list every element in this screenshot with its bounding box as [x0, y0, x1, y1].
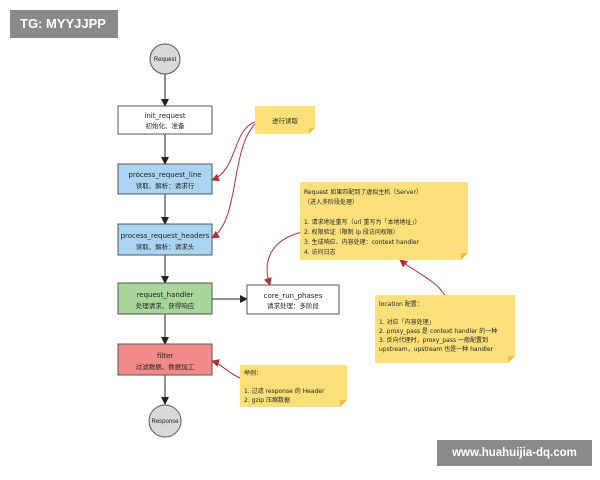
process-request-line-sub: 读取、解析：请求行 [136, 181, 195, 190]
note-line: 2. gzip 压缩数据 [244, 396, 290, 404]
note-line: 1. 过滤 response 的 Header [244, 387, 325, 395]
connector-location-server [399, 259, 446, 296]
core-run-phases-sub: 请求处理：多阶段 [267, 301, 320, 310]
note-examples: 举例： 1. 过滤 response 的 Header 2. gzip 压缩数据 [240, 365, 347, 407]
request-handler-node: request_handler 处理请求、获得响应 [117, 282, 213, 315]
note-location-lines: location 配置： 1. 对应「内容处理」 2. proxy_pass 是… [379, 301, 497, 353]
note-connectors [211, 121, 446, 379]
request-handler-sub: 处理请求、获得响应 [136, 301, 195, 310]
filter-title: filter [157, 352, 173, 360]
connector-loop-headers [211, 123, 256, 239]
connector-loop-line [211, 121, 256, 182]
note-loop-read-text: 进行读取 [272, 116, 299, 125]
watermark-bottom-right: www.huahuijia-dq.com [437, 440, 592, 466]
note-line: 3. 反向代理时，proxy_pass 一般配置到 [379, 336, 488, 344]
process-request-headers-node: process_request_headers 读取、解析：请求头 [117, 223, 213, 256]
note-loop-read: 进行读取 [255, 106, 315, 134]
request-node: Request [149, 43, 181, 75]
note-line: 4. 访问日志 [304, 248, 336, 256]
request-label: Request [154, 57, 177, 63]
process-request-headers-sub: 读取、解析：请求头 [136, 242, 195, 251]
init-request-node: init_request 初始化、准备 [117, 105, 213, 135]
init-request-sub: 初始化、准备 [146, 121, 186, 130]
process-request-line-node: process_request_line 读取、解析：请求行 [117, 163, 213, 195]
note-line: upstream，upstream 也是一种 handler [379, 345, 494, 353]
connector-server-phases [263, 231, 303, 286]
note-line: 1. 对应「内容处理」 [379, 318, 435, 326]
note-line: location 配置： [379, 301, 423, 308]
note-line: 2. proxy_pass 是 context handler 的一种 [379, 327, 497, 335]
init-request-title: init_request [144, 112, 185, 120]
filter-node: filter 过滤数据、数据加工 [117, 343, 213, 376]
core-run-phases-node: core_run_phases 请求处理：多阶段 [246, 284, 340, 315]
note-server-match-lines: Request 如果匹配到了虚拟主机（Server） （进入多阶段处理） 1. … [304, 188, 422, 256]
connector-examples-filter [211, 359, 241, 379]
filter-sub: 过滤数据、数据加工 [136, 362, 195, 371]
watermark-top-left: TG: MYYJJPP [10, 10, 118, 38]
note-line: 3. 生成响应、内容处理：context handler [304, 238, 420, 246]
note-location: location 配置： 1. 对应「内容处理」 2. proxy_pass 是… [375, 295, 515, 363]
flow-connectors [161, 74, 248, 405]
request-handler-title: request_handler [137, 291, 194, 299]
process-request-line-title: process_request_line [128, 171, 201, 179]
process-request-headers-title: process_request_headers [121, 232, 210, 240]
note-line: 2. 权限验证（限制 ip 段访问权限） [304, 228, 399, 236]
note-line: Request 如果匹配到了虚拟主机（Server） [304, 188, 422, 196]
note-line: 1. 请求地址重写（url 重写为「本地地址」） [304, 218, 420, 226]
note-examples-lines: 举例： 1. 过滤 response 的 Header 2. gzip 压缩数据 [244, 369, 325, 404]
note-line: （进入多阶段处理） [304, 198, 358, 206]
core-run-phases-title: core_run_phases [264, 292, 323, 300]
note-line: 举例： [244, 369, 262, 377]
response-node: Response [148, 404, 182, 438]
note-server-match: Request 如果匹配到了虚拟主机（Server） （进入多阶段处理） 1. … [300, 182, 468, 260]
response-label: Response [151, 419, 179, 425]
